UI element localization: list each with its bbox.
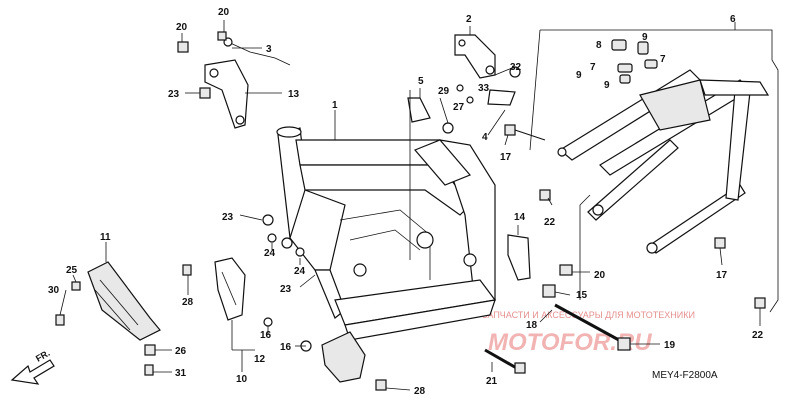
callout-7-a: 7 [590,62,596,73]
diagram-code: MEY4-F2800A [652,370,718,381]
callout-10: 10 [236,374,248,385]
watermark-caption: ЗАПЧАСТИ И АКСЕССУАРЫ ДЛЯ МОТОТЕХНИКИ [482,310,695,320]
bolt-17-lower [714,237,726,249]
callout-5: 5 [418,76,424,87]
callout-24-b: 24 [294,266,306,277]
callout-26: 26 [175,346,187,357]
callout-3: 3 [266,44,272,55]
callout-7-b: 7 [660,54,666,65]
callout-15: 15 [576,290,588,301]
callout-23-c: 23 [280,284,292,295]
callout-29: 29 [438,86,450,97]
callout-24-a: 24 [264,248,276,259]
callout-2: 2 [466,14,472,25]
callout-20-a: 20 [176,22,188,33]
callout-22-b: 22 [752,330,764,341]
bracket-13 [204,37,291,129]
cover-10 [214,257,246,321]
callout-21: 21 [486,376,498,387]
main-frame [276,126,497,341]
callout-13: 13 [288,89,300,100]
callout-30: 30 [48,285,60,296]
callout-6: 6 [730,14,736,25]
callout-11: 11 [100,232,111,243]
callout-1: 1 [332,100,338,111]
callout-16-a: 16 [260,330,272,341]
callout-32: 32 [510,62,522,73]
bracket-2 [454,34,496,79]
cover-lower [321,331,366,383]
callout-27: 27 [453,102,465,113]
callout-33: 33 [478,83,490,94]
long-bolts [484,303,631,374]
clip-parts [611,39,658,84]
callout-9-b: 9 [576,70,582,81]
subframe-rail-low [587,139,679,221]
guard-11 [87,261,161,341]
callout-23-a: 23 [168,89,180,100]
bolt-22-lower [754,297,766,309]
callout-20-c: 20 [594,270,606,281]
callout-4: 4 [482,132,488,143]
callout-25: 25 [66,265,78,276]
nut-19 [617,337,631,351]
callout-19: 19 [664,340,676,351]
callout-8: 8 [596,40,602,51]
bolt-22-upper [539,189,551,201]
callout-22-a: 22 [544,217,556,228]
callout-31: 31 [175,368,187,379]
callout-17-a: 17 [500,152,512,163]
leader-lines [59,20,761,391]
callout-20-b: 20 [218,7,230,18]
callout-labels: 20 20 3 23 13 2 32 5 29 27 33 1 4 17 6 8… [48,7,764,397]
callout-9-a: 9 [642,32,648,43]
callout-17-b: 17 [716,270,728,281]
bracket-5 [407,66,521,134]
front-direction-arrow: FR. [10,348,55,385]
bracket-14 [507,234,573,298]
callout-16-b: 16 [280,342,292,353]
bolt-17-top [504,124,546,141]
subframe-outline [540,29,779,313]
subframe-group [529,29,779,313]
subframe-plate [639,79,711,131]
front-arrow-icon [10,359,55,385]
subframe-upright [725,89,751,201]
callout-28-b: 28 [414,386,426,397]
callout-18: 18 [526,320,538,331]
callout-9-c: 9 [604,80,610,91]
callout-14: 14 [514,212,526,223]
subframe-crossmember [699,79,770,96]
callout-28-a: 28 [182,297,194,308]
callout-12: 12 [254,354,266,365]
callout-23-b: 23 [222,212,234,223]
